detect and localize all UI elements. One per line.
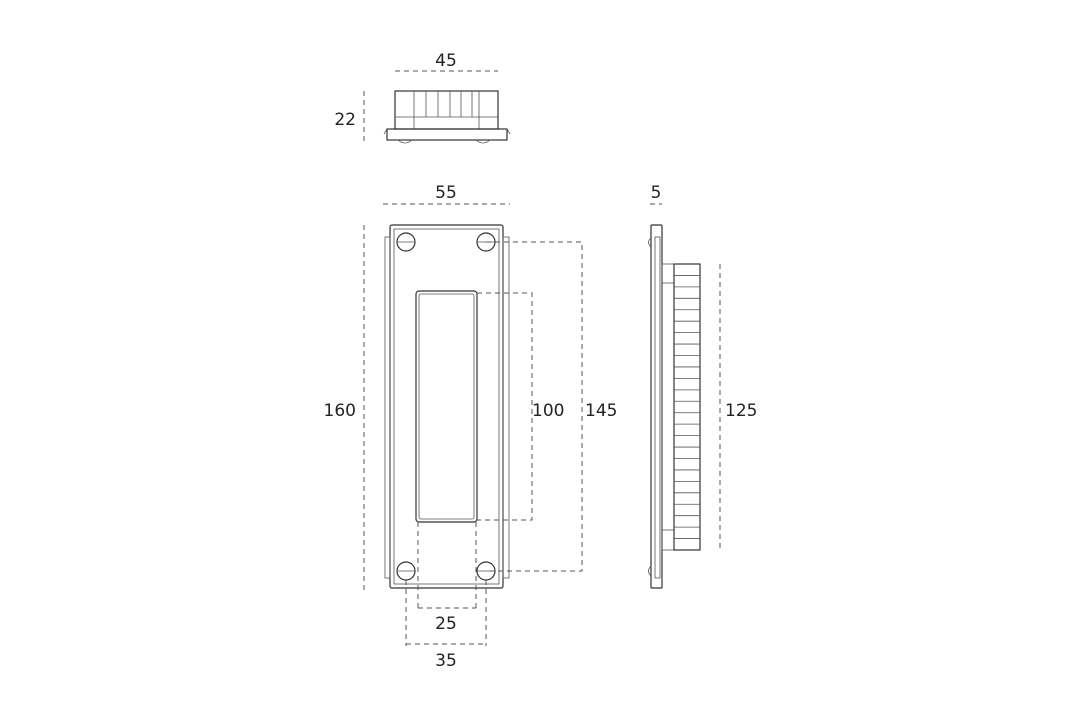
front-view bbox=[384, 224, 510, 589]
dim-label-145: 145 bbox=[585, 401, 617, 421]
dim-line-25 bbox=[417, 522, 477, 610]
dim-label-22: 22 bbox=[334, 110, 356, 130]
dim-line-145 bbox=[486, 241, 583, 572]
screw-icon bbox=[396, 561, 416, 581]
dim-label-125: 125 bbox=[725, 401, 757, 421]
dim-label-25: 25 bbox=[435, 614, 457, 634]
dim-label-55: 55 bbox=[435, 183, 457, 203]
side-view bbox=[648, 224, 701, 589]
dim-label-100: 100 bbox=[532, 401, 564, 421]
dim-line-35 bbox=[405, 580, 487, 646]
dim-line-100 bbox=[477, 292, 533, 521]
screw-icon bbox=[396, 232, 416, 252]
dim-label-5: 5 bbox=[651, 183, 662, 203]
dim-label-45: 45 bbox=[435, 51, 457, 71]
dim-label-160: 160 bbox=[324, 401, 356, 421]
top-view bbox=[383, 90, 511, 144]
dim-label-35: 35 bbox=[435, 651, 457, 671]
